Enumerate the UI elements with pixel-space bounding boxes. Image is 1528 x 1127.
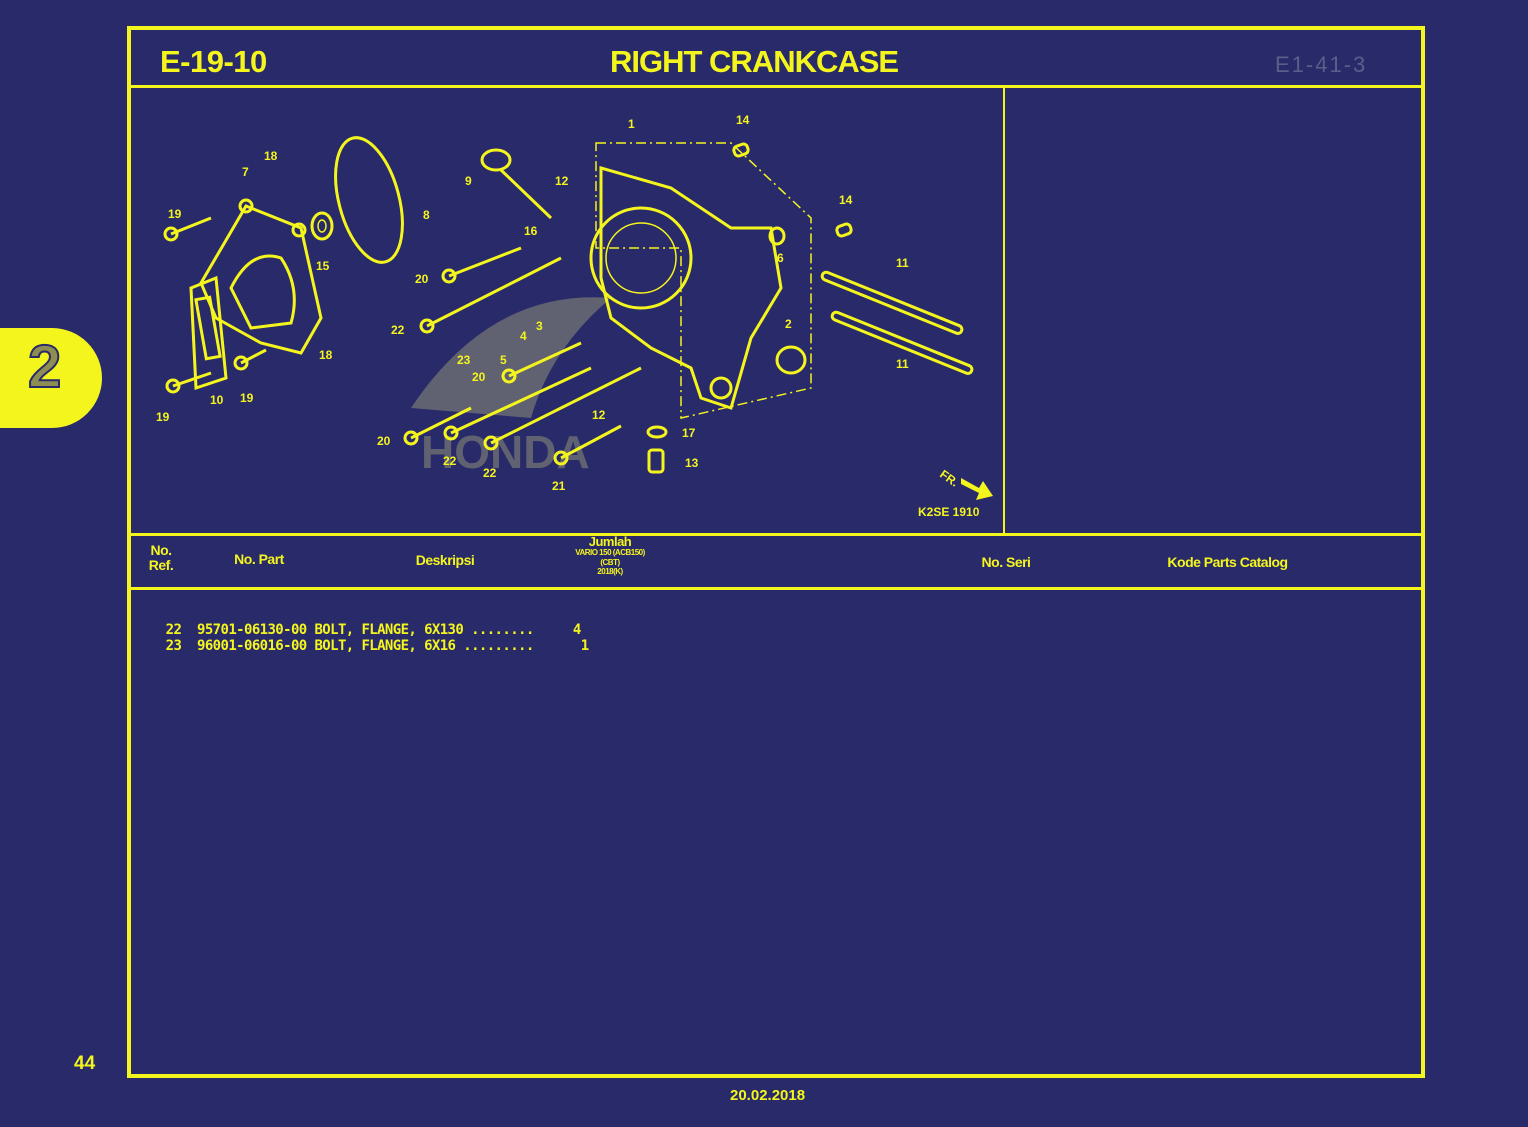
callout-labels: 1 2 3 4 5 6 7 8 9 10 11 11 12 12 13 14 1… bbox=[156, 113, 909, 493]
svg-text:1: 1 bbox=[628, 117, 635, 131]
exploded-parts-diagram: HONDA bbox=[156, 113, 993, 519]
svg-text:FR.: FR. bbox=[937, 467, 961, 490]
svg-text:15: 15 bbox=[316, 259, 330, 273]
svg-text:9: 9 bbox=[465, 174, 472, 188]
svg-text:4: 4 bbox=[520, 329, 527, 343]
oil-seal bbox=[310, 211, 334, 241]
svg-text:18: 18 bbox=[319, 348, 333, 362]
section-tab bbox=[0, 328, 102, 428]
stud-bolt-upper bbox=[820, 270, 964, 335]
table-row: 23 96001-06016-00 BOLT, FLANGE, 6X16 ...… bbox=[150, 622, 589, 654]
row-description: BOLT, FLANGE, 6X130 bbox=[314, 622, 464, 638]
svg-text:12: 12 bbox=[592, 408, 606, 422]
gasket-ring bbox=[334, 136, 404, 264]
row-part-number: 95701-06130-00 bbox=[197, 622, 307, 638]
header-divider bbox=[127, 85, 1425, 88]
svg-text:22: 22 bbox=[391, 323, 405, 337]
drain-bolt bbox=[647, 448, 665, 474]
crankcase-body bbox=[589, 142, 812, 419]
svg-text:22: 22 bbox=[483, 466, 497, 480]
section-tab-number: 2 bbox=[27, 332, 62, 401]
svg-text:20: 20 bbox=[415, 272, 429, 286]
sealing-washer bbox=[646, 425, 668, 439]
column-header-description: Deskripsi bbox=[415, 552, 475, 568]
svg-text:14: 14 bbox=[839, 193, 853, 207]
svg-text:11: 11 bbox=[896, 256, 909, 270]
page-title: RIGHT CRANKCASE bbox=[610, 44, 899, 79]
publish-date: 20.02.2018 bbox=[730, 1087, 806, 1104]
row-quantity: 4 bbox=[572, 622, 581, 638]
figure-code: K2SE 1910 bbox=[918, 505, 980, 519]
diagram-panel-divider bbox=[1003, 87, 1005, 534]
row-ref: 23 bbox=[165, 638, 182, 654]
page-frame bbox=[127, 26, 1425, 1078]
svg-text:10: 10 bbox=[210, 393, 224, 407]
dipstick bbox=[480, 148, 553, 220]
cover-assembly bbox=[189, 198, 323, 391]
svg-text:16: 16 bbox=[524, 224, 538, 238]
diagram-bottom-divider bbox=[127, 533, 1425, 536]
dowel-14-top bbox=[732, 142, 750, 158]
honda-watermark: HONDA bbox=[411, 297, 611, 478]
column-header-catalog-code: Kode Parts Catalog bbox=[1167, 554, 1288, 570]
svg-text:11: 11 bbox=[896, 357, 909, 371]
faint-reference: E1-41-3 bbox=[1275, 52, 1368, 77]
row-ref: 22 bbox=[165, 622, 182, 638]
section-code: E-19-10 bbox=[160, 44, 267, 79]
svg-text:17: 17 bbox=[682, 426, 696, 440]
bearing bbox=[775, 345, 807, 375]
row-dots: ........ bbox=[471, 622, 534, 638]
front-direction-arrow: FR. bbox=[937, 467, 993, 500]
svg-text:3: 3 bbox=[536, 319, 543, 333]
svg-text:20: 20 bbox=[377, 434, 391, 448]
svg-text:6: 6 bbox=[777, 251, 784, 265]
svg-text:23: 23 bbox=[457, 353, 471, 367]
svg-text:19: 19 bbox=[168, 207, 182, 221]
svg-text:19: 19 bbox=[156, 410, 170, 424]
svg-text:22: 22 bbox=[443, 454, 457, 468]
svg-text:12: 12 bbox=[555, 174, 569, 188]
svg-text:7: 7 bbox=[242, 165, 249, 179]
row-description: BOLT, FLANGE, 6X16 bbox=[314, 638, 456, 654]
svg-text:13: 13 bbox=[685, 456, 699, 470]
column-header-ref: No. Ref. bbox=[148, 542, 174, 573]
svg-text:21: 21 bbox=[552, 479, 566, 493]
page-number: 44 bbox=[74, 1053, 96, 1074]
stud-bolt-lower bbox=[830, 310, 974, 375]
column-header-serial: No. Seri bbox=[981, 554, 1031, 570]
svg-text:5: 5 bbox=[500, 353, 507, 367]
column-header-part: No. Part bbox=[234, 551, 284, 567]
dowel-pin bbox=[768, 226, 786, 246]
row-part-number: 96001-06016-00 bbox=[197, 638, 307, 654]
svg-text:19: 19 bbox=[240, 391, 254, 405]
svg-text:18: 18 bbox=[264, 149, 278, 163]
row-dots: ......... bbox=[463, 638, 534, 654]
table-header-divider bbox=[127, 587, 1425, 590]
svg-text:8: 8 bbox=[423, 208, 430, 222]
column-header-quantity: Jumlah VARIO 150 (ACB150) (CBT) 2018(K) bbox=[575, 534, 645, 576]
row-quantity: 1 bbox=[580, 638, 589, 654]
svg-text:20: 20 bbox=[472, 370, 486, 384]
table-row: 22 95701-06130-00 BOLT, FLANGE, 6X130 ..… bbox=[150, 606, 582, 638]
svg-text:14: 14 bbox=[736, 113, 750, 127]
dowel-14-right bbox=[835, 222, 853, 238]
svg-text:2: 2 bbox=[785, 317, 792, 331]
flange-bolts bbox=[163, 216, 642, 466]
